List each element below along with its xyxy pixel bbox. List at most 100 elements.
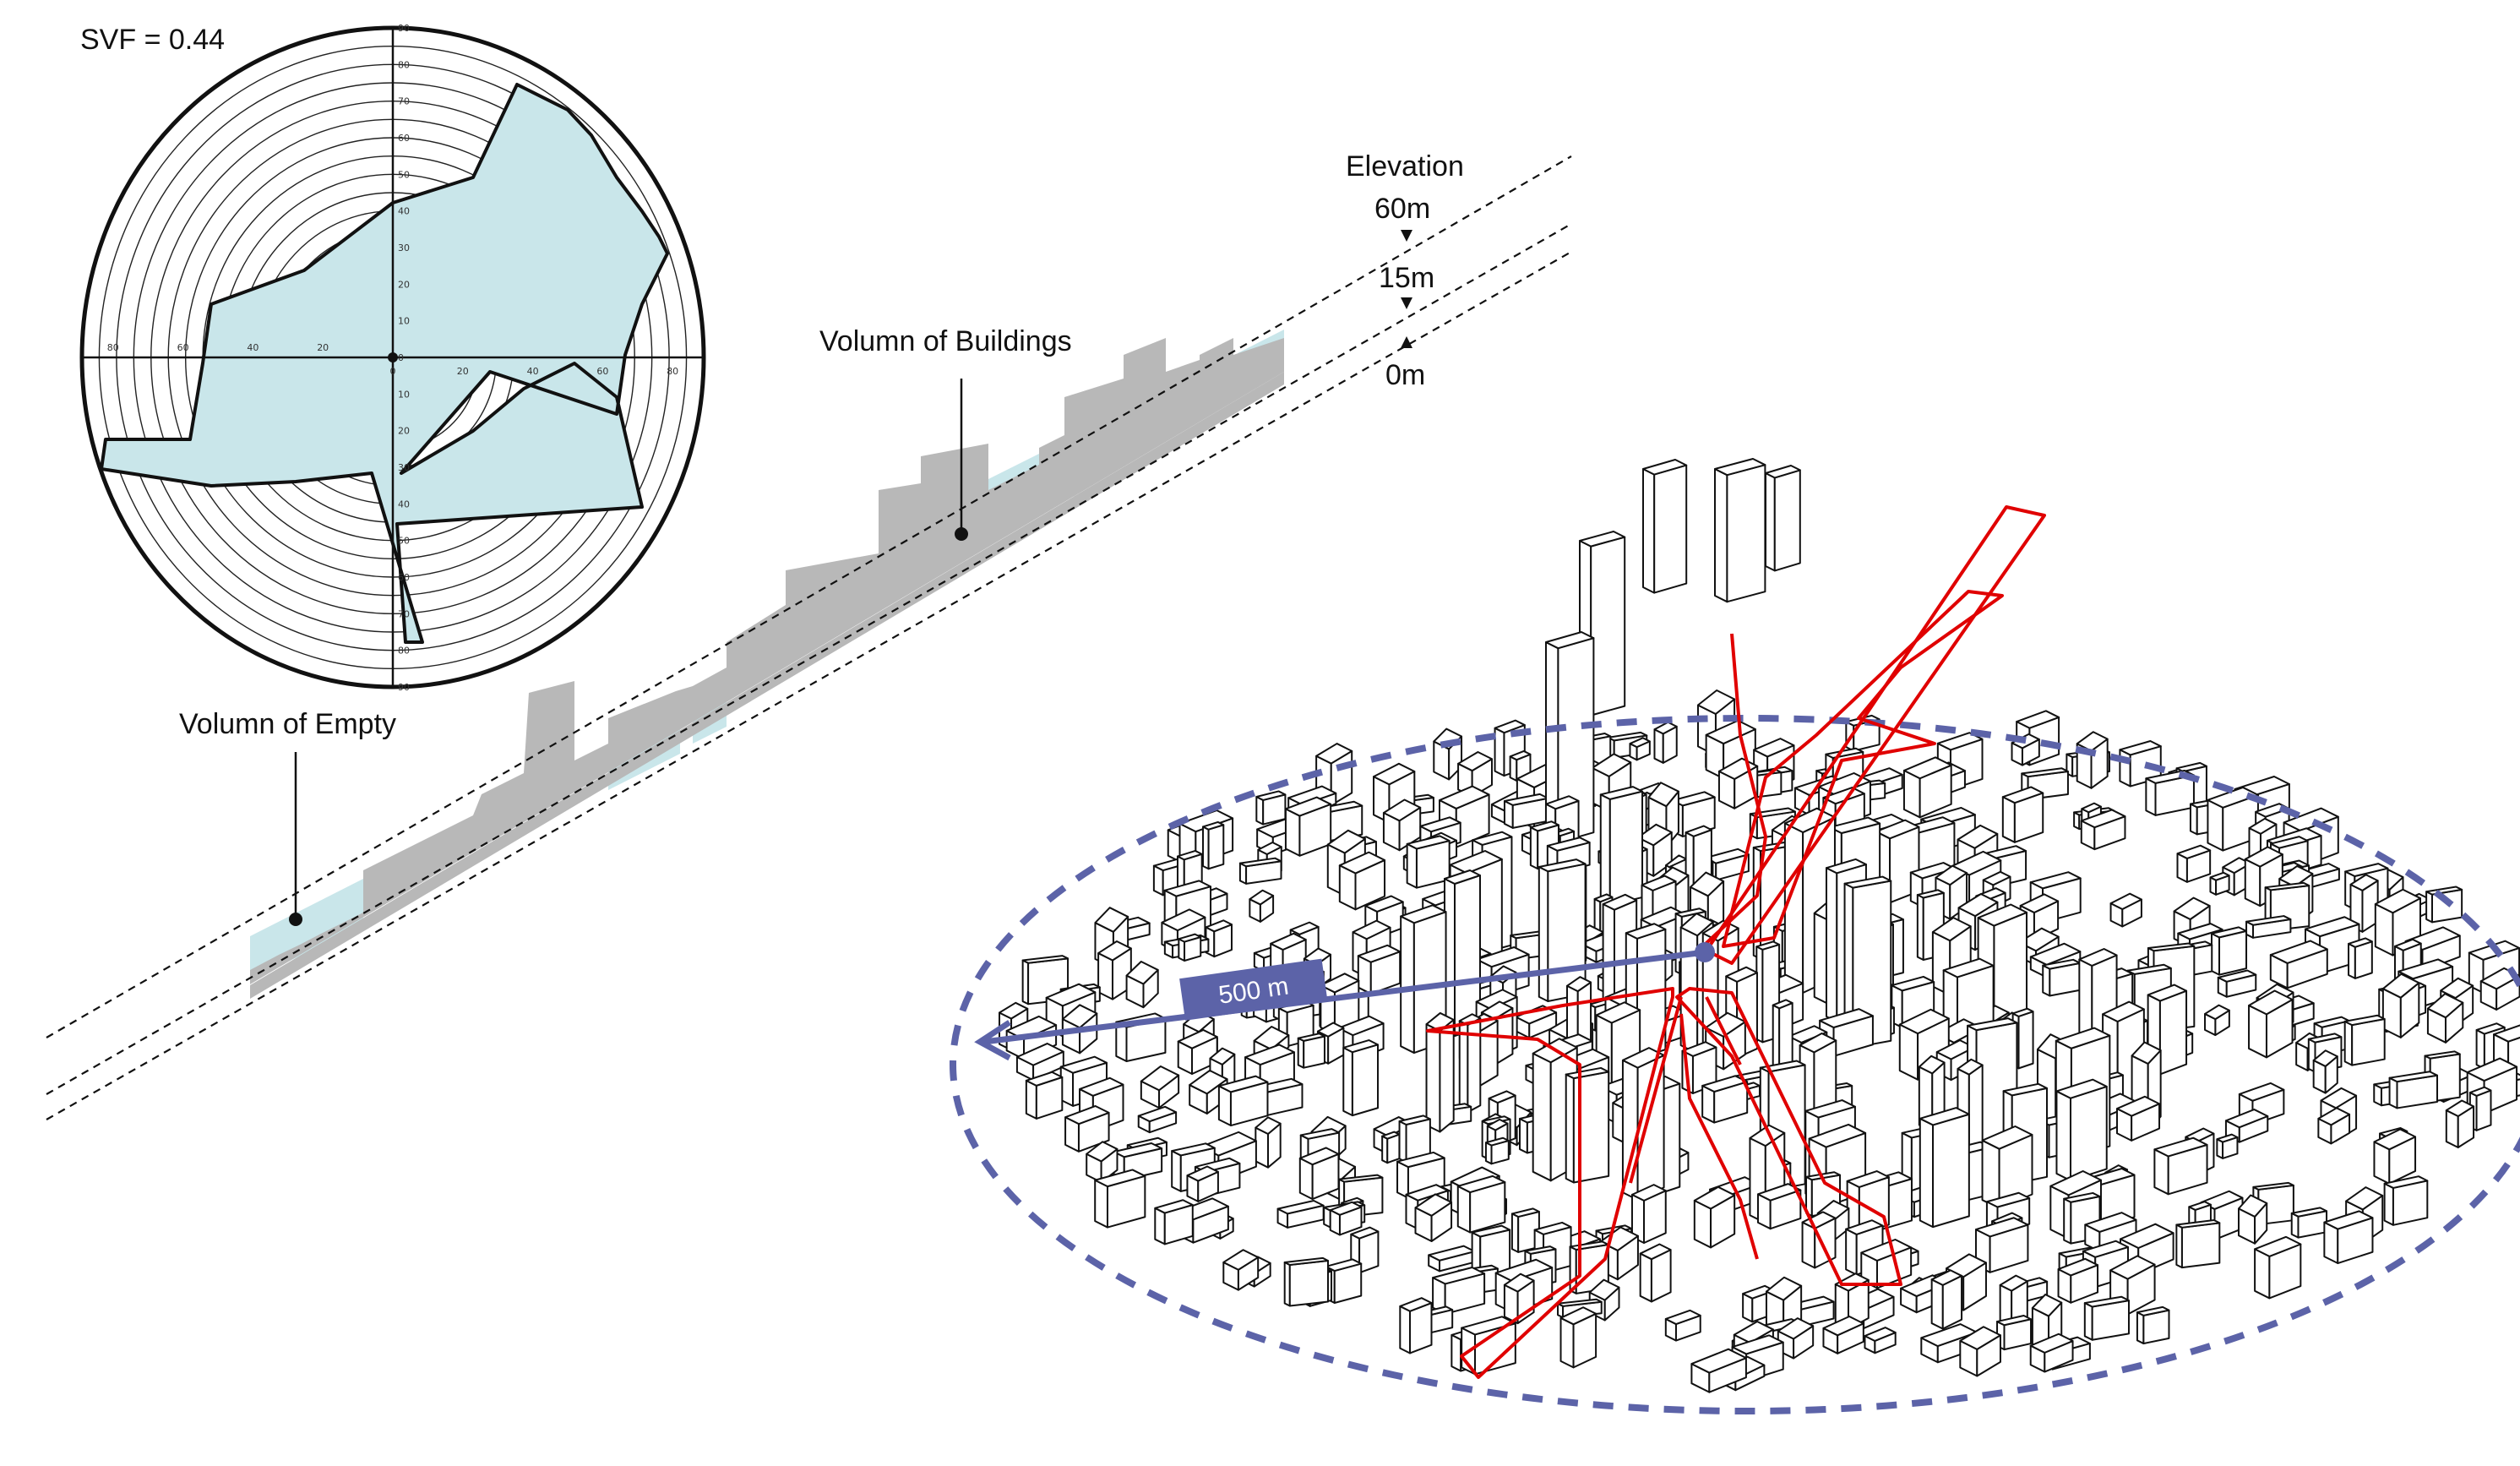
marker-15m-arrow: [1401, 297, 1412, 309]
elevation-0m-label: 0m: [1385, 359, 1425, 392]
building-face: [1401, 916, 1414, 1053]
building-face: [1643, 469, 1654, 593]
building-face: [2056, 1091, 2071, 1180]
building-face: [1561, 1318, 1574, 1368]
ring-tick-label: 80: [398, 646, 410, 657]
elevation-60m-label: 60m: [1374, 193, 1430, 226]
building-face: [1654, 729, 1663, 763]
ring-tick-label: 40: [398, 499, 410, 510]
building-face: [2477, 1090, 2491, 1130]
building-face: [2219, 931, 2246, 975]
ring-tick-label: 40: [398, 206, 410, 217]
building-face: [1531, 827, 1538, 869]
building-face: [1775, 470, 1800, 570]
building-face: [1451, 1335, 1461, 1371]
building-face: [1654, 466, 1686, 593]
x-tick-label: 40: [247, 342, 259, 353]
ring-tick-label: 50: [398, 169, 410, 180]
building-face: [1400, 1121, 1407, 1162]
plot-center-point: [388, 352, 398, 362]
building-face: [2043, 966, 2049, 996]
volume-of-buildings-label: Volumn of Buildings: [819, 325, 1072, 358]
building-face: [1343, 1048, 1353, 1115]
building-face: [1209, 825, 1224, 869]
x-tick-label: 40: [527, 366, 539, 377]
building-face: [2385, 1184, 2393, 1225]
building-face: [2345, 1022, 2352, 1065]
x-tick-label: 80: [107, 342, 119, 353]
svf-value-label: SVF = 0.44: [80, 24, 225, 57]
elevation-15m-label: 15m: [1379, 262, 1434, 295]
building-face: [2064, 1199, 2071, 1244]
volume-of-empty-label: Volumn of Empty: [179, 708, 396, 741]
building-face: [1826, 868, 1837, 1022]
ring-tick-label: 60: [398, 572, 410, 583]
building-face: [1400, 1306, 1410, 1354]
building-face: [1155, 1208, 1164, 1245]
ring-tick-label: 80: [398, 59, 410, 70]
ring-tick-label: 20: [398, 279, 410, 290]
building-face: [2349, 944, 2355, 978]
building-face: [1920, 1119, 1933, 1227]
ring-tick-label: 50: [398, 536, 410, 547]
building-face: [1641, 1254, 1652, 1302]
building-face: [2212, 934, 2219, 975]
building-face: [1727, 465, 1765, 602]
x-tick-label: 20: [457, 366, 469, 377]
building-face: [1458, 1186, 1470, 1233]
ring-tick-label: 0: [398, 352, 404, 363]
building-face: [2003, 797, 2015, 842]
building-face: [1520, 1119, 1527, 1153]
ring-tick-label: 90: [398, 23, 410, 34]
building-face: [1407, 844, 1417, 888]
building-face: [2182, 1223, 2219, 1267]
building-face: [1533, 1054, 1551, 1181]
marker-60m-arrow: [1401, 230, 1412, 242]
ring-tick-label: 20: [398, 426, 410, 437]
building-face: [1933, 1114, 1969, 1227]
building-face: [2390, 1078, 2398, 1109]
building-face: [1566, 1075, 1574, 1183]
ring-tick-label: 30: [398, 462, 410, 473]
ring-tick-label: 90: [398, 682, 410, 693]
building-face: [1803, 1223, 1815, 1268]
building-face: [1495, 728, 1505, 776]
building-face: [2137, 1312, 2143, 1343]
building-face: [1539, 867, 1548, 1001]
building-face: [2352, 1019, 2385, 1065]
building-face: [1932, 1279, 1943, 1328]
building-face: [1427, 1024, 1440, 1131]
building-face: [1610, 792, 1642, 906]
building-face: [2477, 1030, 2485, 1069]
building-face: [2019, 1011, 2033, 1068]
x-tick-label: 20: [317, 342, 329, 353]
building-face: [2085, 1303, 2093, 1340]
ring-tick-label: 10: [398, 316, 410, 327]
building-face: [2191, 804, 2197, 834]
sky-view-polar-plot: 9080706050403020100102030405060708090 80…: [82, 23, 704, 693]
ring-tick-label: 30: [398, 243, 410, 253]
building-face: [2146, 778, 2155, 815]
building-face: [1766, 473, 1775, 570]
building-face: [1467, 1018, 1480, 1112]
ring-tick-label: 60: [398, 133, 410, 144]
x-tick-label: 0: [390, 366, 396, 377]
x-tick-label: 80: [667, 366, 678, 377]
x-tick-label: 60: [177, 342, 189, 353]
building-face: [2207, 800, 2223, 851]
x-tick-label: 60: [596, 366, 608, 377]
building-face: [2426, 891, 2432, 922]
building-face: [1440, 1020, 1453, 1132]
building-face: [1918, 895, 1924, 960]
building-face: [2071, 1087, 2107, 1180]
elevation-title: Elevation: [1346, 150, 1464, 183]
building-face: [1601, 794, 1610, 905]
building-face: [2255, 1249, 2269, 1298]
ring-tick-label: 70: [398, 608, 410, 619]
observer-point: [1695, 942, 1715, 962]
building-face: [1715, 469, 1727, 602]
ring-tick-label: 10: [398, 389, 410, 400]
building-face: [1256, 797, 1263, 825]
building-face: [1512, 1213, 1518, 1251]
